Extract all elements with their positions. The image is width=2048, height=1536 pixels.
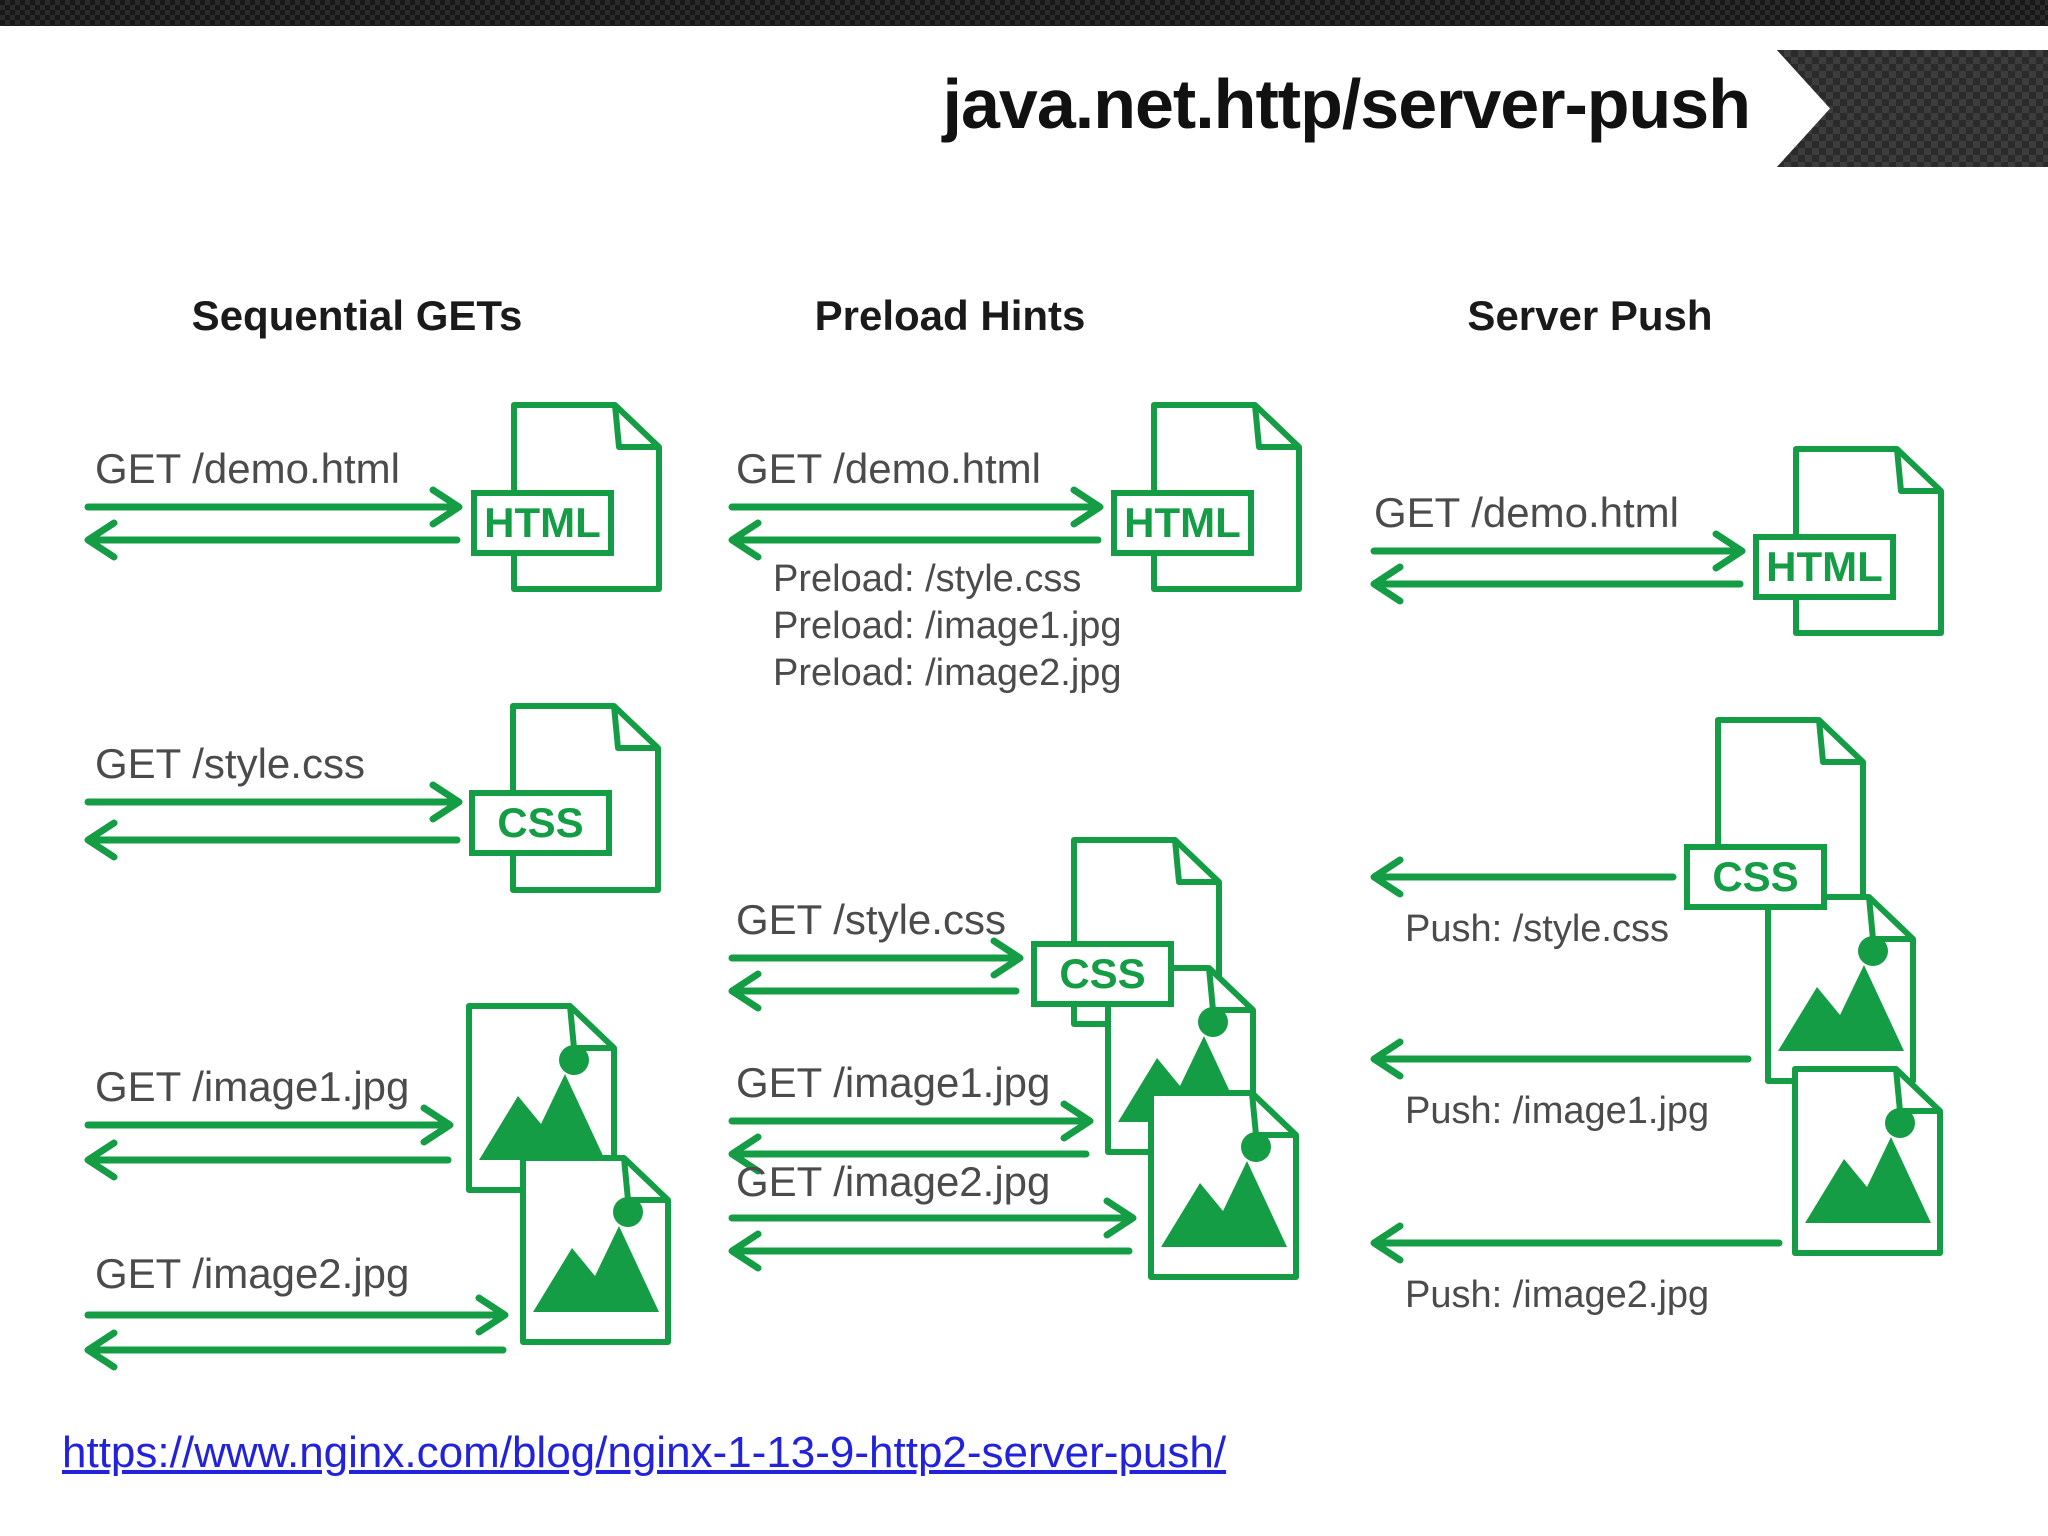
push-arrow <box>1370 1222 1783 1264</box>
column-header-preload-hints: Preload Hints <box>814 292 1086 339</box>
page-title: java.net.http/server-push <box>942 65 1751 143</box>
request-label: GET /demo.html <box>736 445 1041 492</box>
request-label: GET /image2.jpg <box>95 1250 410 1297</box>
request-label: GET /demo.html <box>95 445 400 492</box>
request-label: GET /image2.jpg <box>736 1158 1051 1205</box>
html-doc-label: HTML <box>1124 499 1241 546</box>
preload-hint-label: Preload: /style.css <box>773 558 1082 600</box>
request-arrow <box>84 781 463 823</box>
response-arrow <box>84 519 461 561</box>
response-arrow <box>1370 563 1744 605</box>
image2-doc-icon <box>523 1158 668 1342</box>
source-link[interactable]: https://www.nginx.com/blog/nginx-1-13-9-… <box>62 1428 1227 1477</box>
css-label-box <box>1031 941 1174 1007</box>
push-arrow <box>1370 1038 1752 1080</box>
push-arrow <box>1370 856 1677 898</box>
request-arrow <box>728 937 1024 979</box>
response-arrow <box>728 1133 1090 1175</box>
response-arrow <box>84 819 461 861</box>
html-label-box <box>471 490 614 556</box>
push-label: Push: /image2.jpg <box>1405 1274 1710 1316</box>
response-arrow <box>84 1139 452 1181</box>
response-arrow <box>84 1329 507 1371</box>
html-label-box <box>1753 534 1896 600</box>
css-doc-label: CSS <box>1712 853 1799 900</box>
column-header-sequential-gets: Sequential GETs <box>191 292 523 339</box>
html-doc-label: HTML <box>484 499 601 546</box>
push-label: Push: /style.css <box>1405 908 1669 950</box>
request-label: GET /image1.jpg <box>736 1059 1051 1106</box>
request-arrow <box>728 1197 1137 1239</box>
request-label: GET /style.css <box>95 740 365 787</box>
css-doc-label: CSS <box>497 799 584 846</box>
image1-doc-icon <box>1768 897 1913 1081</box>
css-doc-label: CSS <box>1059 950 1146 997</box>
top-bar <box>0 0 2048 26</box>
request-arrow <box>728 486 1104 528</box>
preload-hint-label: Preload: /image2.jpg <box>773 652 1122 694</box>
response-arrow <box>728 519 1102 561</box>
request-label: GET /style.css <box>736 896 1006 943</box>
html-label-box <box>1111 490 1254 556</box>
request-label: GET /image1.jpg <box>95 1063 410 1110</box>
response-arrow <box>728 970 1020 1012</box>
push-label: Push: /image1.jpg <box>1405 1090 1710 1132</box>
image2-doc-icon <box>1795 1069 1940 1253</box>
html-doc-label: HTML <box>1766 543 1883 590</box>
request-arrow <box>84 486 463 528</box>
request-label: GET /demo.html <box>1374 489 1679 536</box>
request-arrow <box>84 1104 454 1146</box>
request-arrow <box>84 1294 509 1336</box>
response-arrow <box>728 1230 1133 1272</box>
column-header-server-push: Server Push <box>1467 292 1713 339</box>
image2-doc-icon <box>1151 1093 1296 1277</box>
css-label-box <box>1684 844 1827 910</box>
preload-hint-label: Preload: /image1.jpg <box>773 605 1122 647</box>
request-arrow <box>1370 530 1746 572</box>
css-label-box <box>469 790 612 856</box>
request-arrow <box>728 1100 1094 1142</box>
